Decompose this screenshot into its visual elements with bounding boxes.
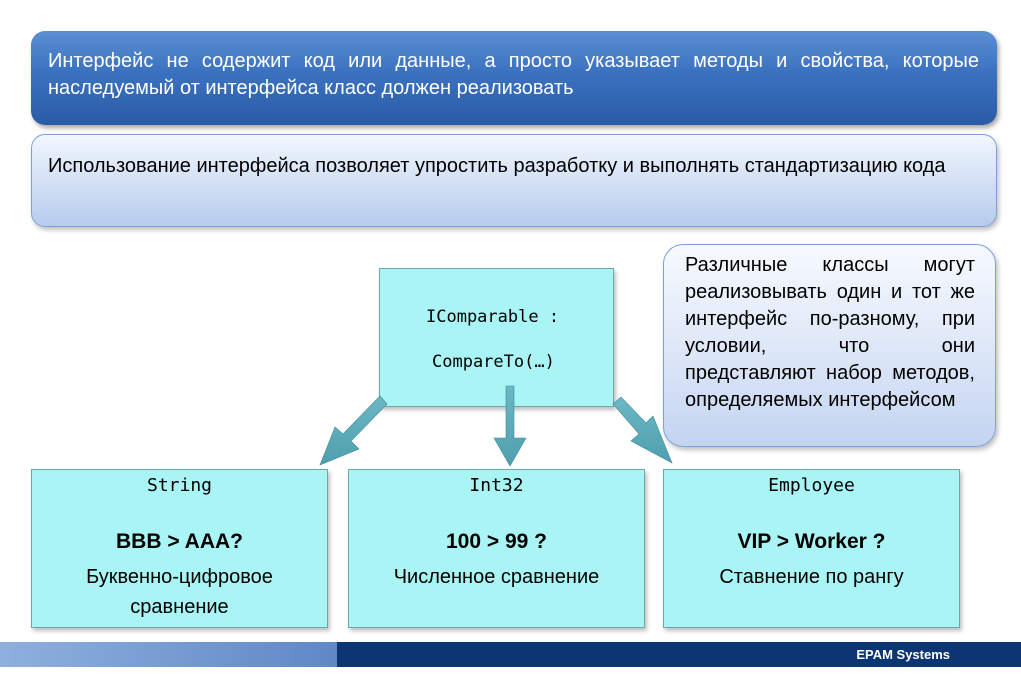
class-description: Буквенно-цифровое сравнение xyxy=(86,566,273,618)
benefit-text: Использование интерфейса позволяет упрос… xyxy=(48,155,946,177)
class-title: Int32 xyxy=(469,475,524,496)
class-title: Employee xyxy=(768,475,855,496)
definition-banner: Интерфейс не содержит код или данные, а … xyxy=(31,31,997,125)
note-text: Различные классы могут реализовывать оди… xyxy=(685,254,975,411)
arrow-to-string xyxy=(319,395,388,466)
interface-method: CompareTo(…) xyxy=(432,352,555,372)
footer-bar: EPAM Systems xyxy=(337,642,1021,667)
class-comparison: BBB > AAA? xyxy=(116,530,243,553)
footer-accent-bar xyxy=(0,642,337,667)
interface-box: IComparable : CompareTo(…) xyxy=(379,268,614,407)
footer-brand: EPAM Systems xyxy=(856,647,950,662)
class-box-employee: Employee VIP > Worker ? Ставнение по ран… xyxy=(663,469,960,628)
class-box-string: String BBB > AAA? Буквенно-цифровое срав… xyxy=(31,469,328,628)
class-comparison: 100 > 99 ? xyxy=(446,530,547,553)
class-comparison: VIP > Worker ? xyxy=(737,530,886,553)
class-description: Численное сравнение xyxy=(393,566,600,588)
class-title: String xyxy=(146,475,213,496)
note-callout: Различные классы могут реализовывать оди… xyxy=(663,244,996,447)
class-box-int32: Int32 100 > 99 ? Численное сравнение xyxy=(348,469,645,628)
benefit-banner: Использование интерфейса позволяет упрос… xyxy=(31,134,997,227)
definition-text: Интерфейс не содержит код или данные, а … xyxy=(48,50,979,99)
class-description: Ставнение по рангу xyxy=(719,566,904,588)
interface-name: IComparable : xyxy=(426,307,560,327)
